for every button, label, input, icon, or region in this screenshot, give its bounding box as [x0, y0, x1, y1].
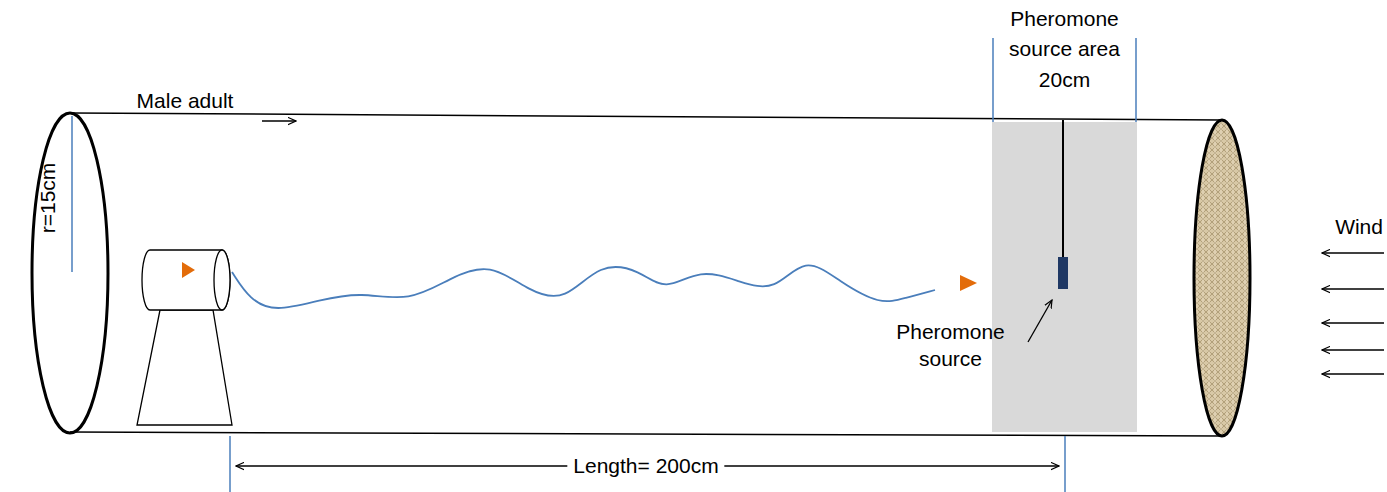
wind-arrow — [1322, 373, 1384, 374]
source-label: Pheromone source — [888, 318, 1013, 373]
release-cage — [142, 250, 230, 310]
radius-label: r=15cm — [34, 163, 61, 234]
source-drawing — [992, 0, 1137, 436]
tunnel-bottom-edge — [70, 432, 1222, 436]
dimension-tick — [1064, 436, 1066, 492]
pheromone-source-area: Pheromone source area 20cmPheromone sour… — [992, 0, 1137, 436]
male-moth — [960, 275, 977, 291]
wind-arrow — [1322, 322, 1384, 323]
area-heading: Pheromone source area 20cm — [997, 4, 1132, 95]
radius-line — [71, 116, 73, 272]
pheromone-lure — [1058, 257, 1068, 289]
area-bracket — [1135, 38, 1137, 122]
flight-path — [232, 265, 935, 308]
wind-arrow — [1322, 252, 1384, 253]
tunnel-top-edge — [72, 113, 1222, 120]
male-adult-label: Male adult — [137, 87, 234, 114]
area-bracket — [992, 38, 994, 122]
tunnel-inlet — [32, 113, 108, 433]
mesh-screen — [1194, 120, 1250, 436]
direction-arrow — [262, 120, 296, 121]
hanging-string — [1062, 120, 1064, 258]
wind-label: Wind — [1335, 213, 1383, 240]
wind-arrow — [1322, 288, 1384, 289]
male-moth — [182, 262, 195, 278]
cage-opening — [214, 250, 230, 310]
wind-arrow — [1322, 349, 1384, 350]
flight-path-group — [232, 265, 935, 308]
dimension-tick — [229, 436, 231, 492]
cage-stand — [137, 310, 232, 425]
leader-arrow — [1028, 300, 1052, 342]
length-label: Length= 200cm — [567, 452, 724, 479]
